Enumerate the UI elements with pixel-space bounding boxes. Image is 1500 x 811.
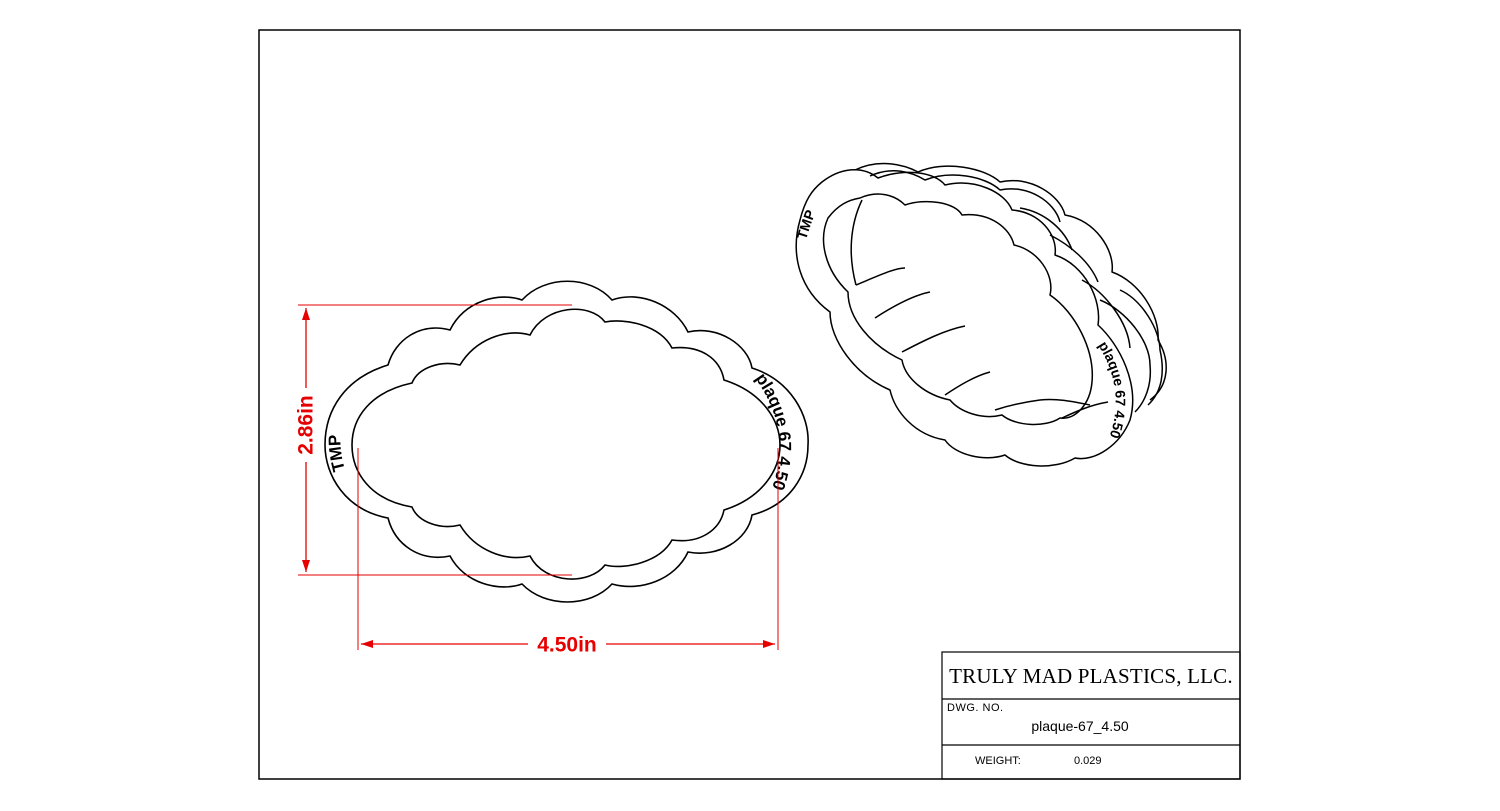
iso-outer-outline [795,168,1134,467]
plaque-outer-outline [324,280,809,603]
emboss-name-text: plaque 67 4.50 [752,370,795,493]
iso-back-outline [854,162,1167,401]
height-dimension-label: 2.86in [295,395,318,455]
weight-label: WEIGHT: [975,755,1021,767]
iso-emboss-name-text: plaque 67 4.50 [1096,338,1129,440]
iso-emboss-brand-text: TMP [793,208,818,241]
top-view [324,280,809,603]
plaque-inner-outline [351,308,781,580]
isometric-view [795,162,1167,467]
weight-value: 0.029 [1074,755,1102,767]
sheet-border [258,29,1241,780]
width-dimension-label: 4.50in [537,634,597,657]
dwg-no-label: DWG. NO. [947,702,1004,714]
height-dimension: 2.86in [295,304,572,576]
emboss-brand-text: TMP [325,434,349,473]
iso-inner-outline [822,193,1094,426]
title-block [941,651,1241,780]
dwg-no-value: plaque-67_4.50 [1031,718,1129,734]
width-dimension: 4.50in [357,448,779,657]
company-name: TRULY MAD PLASTICS, LLC. [949,664,1233,688]
